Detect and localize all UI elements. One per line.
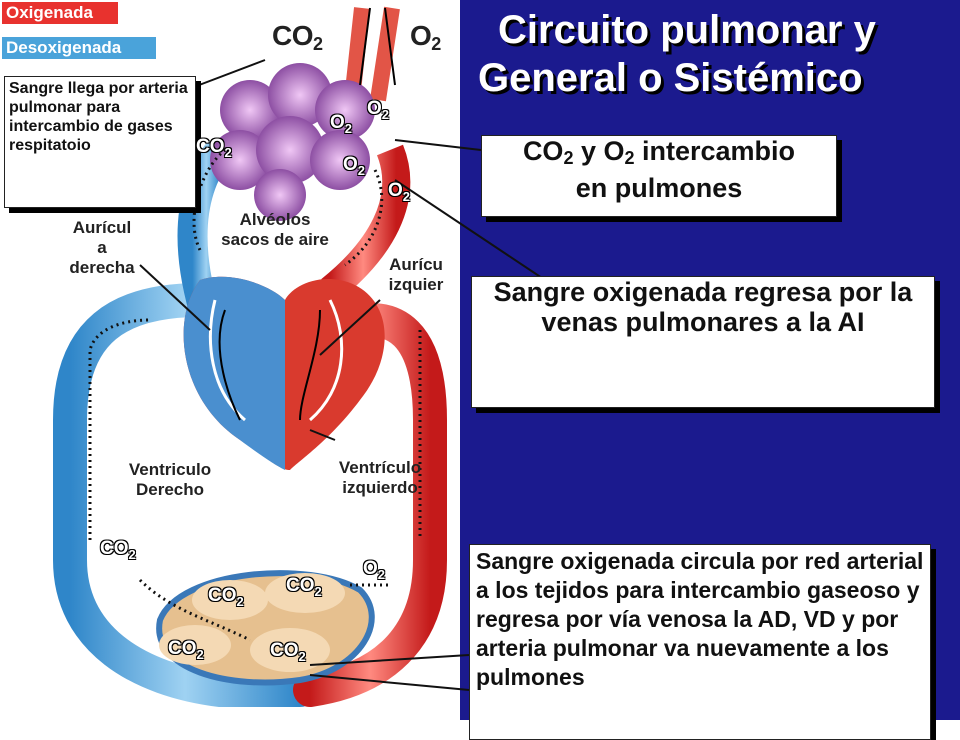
exchange-callout: CO2 y O2 intercambio en pulmones xyxy=(481,135,837,217)
flow-arrows xyxy=(88,148,422,642)
legend-deoxygenated: Desoxigenada xyxy=(2,37,156,59)
title-line-2: General o Sistémico xyxy=(478,56,863,100)
co2-tissue-label-5: CO2 xyxy=(270,640,306,664)
return-callout: Sangre oxigenada regresa por la venas pu… xyxy=(471,276,935,408)
exchange-line-2: en pulmones xyxy=(575,173,743,203)
title-line-1: Circuito pulmonar y xyxy=(498,8,876,52)
heart xyxy=(183,276,385,470)
legend-oxygenated: Oxigenada xyxy=(2,2,118,24)
co2-tissue-label-2: CO2 xyxy=(286,575,322,599)
co2-lung-label: CO2 xyxy=(196,136,232,160)
co2-tissue-label-1: CO2 xyxy=(100,538,136,562)
o2-top-label: O2 xyxy=(410,20,441,54)
pulmonary-artery-note: Sangre llega por arteria pulmonar para i… xyxy=(4,76,196,208)
alveoli-cluster xyxy=(210,63,375,221)
exchange-line-1: CO2 y O2 intercambio xyxy=(522,136,796,168)
systemic-callout: Sangre oxigenada circula por red arteria… xyxy=(469,544,931,740)
page-title: Circuito pulmonar y General o Sistémico xyxy=(478,6,918,102)
co2-tissue-label-3: CO2 xyxy=(208,585,244,609)
o2-tissue-label: O2 xyxy=(363,558,386,582)
co2-top-label: CO2 xyxy=(272,20,323,54)
o2-lung-label-2: O2 xyxy=(367,98,390,122)
leader-lines xyxy=(139,59,561,691)
pulmonary-vein xyxy=(321,144,411,301)
vena-cava-loop xyxy=(53,283,317,707)
heart-flow-arrows xyxy=(218,7,396,421)
o2-lung-label-1: O2 xyxy=(330,112,353,136)
tissue-bed xyxy=(156,570,375,686)
o2-lung-label-4: O2 xyxy=(388,180,411,204)
o2-lung-label-3: O2 xyxy=(343,154,366,178)
co2-tissue-label-4: CO2 xyxy=(168,638,204,662)
circulation-diagram xyxy=(53,6,561,707)
aorta-loop xyxy=(293,303,447,707)
